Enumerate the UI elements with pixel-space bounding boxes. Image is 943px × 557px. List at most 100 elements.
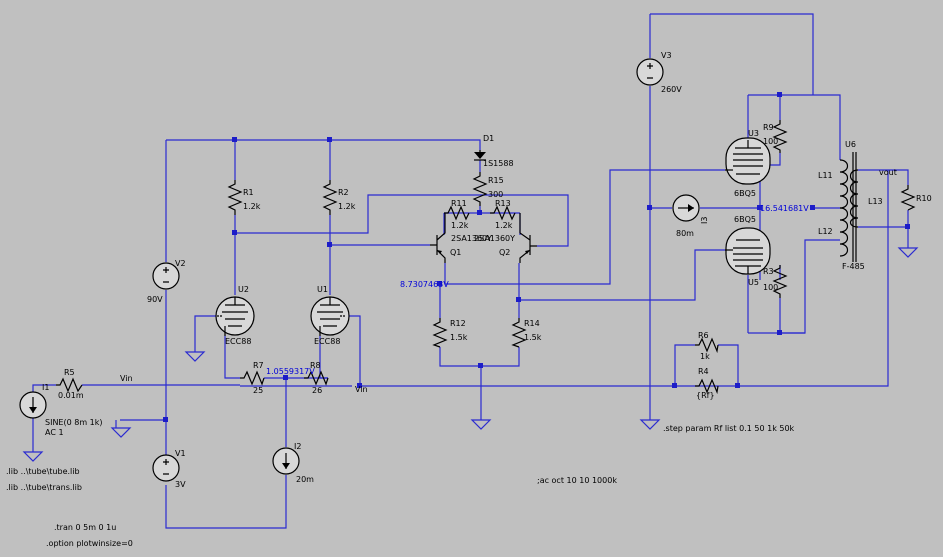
- label-u5: U5: [748, 278, 759, 287]
- directive-step: .step param Rf list 0.1 50 1k 50k: [663, 424, 795, 433]
- directive-lib1: .lib ..\tube\tube.lib: [6, 467, 80, 476]
- label-q2-value: 2SA1360Y: [474, 234, 515, 243]
- label-l11: L11: [818, 171, 833, 180]
- resistor-r15: [472, 172, 488, 206]
- probe-value-1: 1.0559317V: [266, 367, 315, 376]
- label-r10: R10: [916, 194, 932, 203]
- label-r7-value: 25: [253, 386, 263, 395]
- voltage-source-v3: [636, 58, 664, 86]
- label-u3: U3: [748, 129, 759, 138]
- junction-dots: [163, 92, 910, 422]
- label-r14: R14: [524, 319, 540, 328]
- label-u6: U6: [845, 140, 856, 149]
- label-u6-value: F-485: [842, 262, 865, 271]
- resistor-r14: [511, 318, 527, 348]
- label-i3: I3: [700, 217, 709, 224]
- label-i1-value2: AC 1: [45, 428, 64, 437]
- resistor-r2: [322, 180, 338, 215]
- label-r1: R1: [243, 188, 254, 197]
- label-u2: U2: [238, 285, 249, 294]
- label-v2-value: 90V: [147, 295, 163, 304]
- resistor-r5: [56, 377, 83, 393]
- resistor-r11: [444, 205, 470, 221]
- label-u1-value: ECC88: [314, 337, 340, 346]
- tube-u1: [310, 296, 350, 336]
- net-label-vout: vout: [879, 168, 897, 177]
- label-r13-value: 1.2k: [495, 221, 513, 230]
- label-q1-value: 2SA1360Y: [451, 234, 492, 243]
- label-r11: R11: [451, 199, 467, 208]
- resistor-r9: [772, 120, 788, 153]
- label-i1-value1: SINE(0 8m 1k): [45, 418, 103, 427]
- current-source-i1: [19, 391, 47, 419]
- label-v2: V2: [175, 259, 186, 268]
- label-r5-value: 0.01m: [58, 391, 84, 400]
- label-r6-value: 1k: [700, 352, 710, 361]
- label-r9-value: 100: [763, 137, 778, 146]
- label-r8-value: 26: [312, 386, 322, 395]
- label-r5: R5: [64, 368, 75, 377]
- label-r13: R13: [495, 199, 511, 208]
- transistor-q1: [430, 213, 446, 263]
- label-v3: V3: [661, 51, 672, 60]
- resistor-r1: [227, 180, 243, 215]
- label-r1-value: 1.2k: [243, 202, 261, 211]
- label-u3-value: 6BQ5: [734, 189, 756, 198]
- label-v1: V1: [175, 449, 186, 458]
- label-q1: Q1: [450, 248, 461, 257]
- label-r4: R4: [698, 367, 709, 376]
- label-d1: D1: [483, 134, 494, 143]
- current-source-i2: [272, 447, 300, 475]
- transformer-u6: [839, 152, 859, 262]
- label-r15-value: 300: [488, 190, 503, 199]
- resistor-r7: [240, 370, 265, 386]
- probe-value-2: 8.7307463V: [400, 280, 449, 289]
- ground-symbols: [22, 247, 919, 462]
- label-l13: L13: [868, 197, 883, 206]
- voltage-source-v1: [152, 454, 180, 482]
- label-r6: R6: [698, 331, 709, 340]
- wires: [32, 13, 909, 529]
- label-r9: R9: [763, 123, 774, 132]
- label-v3-value: 260V: [661, 85, 682, 94]
- label-r12: R12: [450, 319, 466, 328]
- label-u2-value: ECC88: [225, 337, 251, 346]
- label-r3: R3: [763, 267, 774, 276]
- label-r3-value: 100: [763, 283, 778, 292]
- tube-u2: [215, 296, 255, 336]
- label-r2-value: 1.2k: [338, 202, 356, 211]
- resistor-r3: [772, 265, 788, 298]
- label-r8: R8: [310, 361, 321, 370]
- label-r12-value: 1.5k: [450, 333, 468, 342]
- directive-option: .option plotwinsize=0: [46, 539, 133, 548]
- directive-tran: .tran 0 5m 0 1u: [54, 523, 116, 532]
- directive-lib2: .lib ..\tube\trans.lib: [6, 483, 82, 492]
- label-r15: R15: [488, 176, 504, 185]
- transistor-q2: [519, 213, 537, 263]
- probe-values: 1.0559317V 8.7307463V 16.541681V: [266, 204, 809, 376]
- label-r2: R2: [338, 188, 349, 197]
- net-labels: Vin Vin vout: [120, 168, 897, 394]
- resistor-r6: [695, 337, 719, 354]
- diode-d1: [474, 150, 486, 161]
- probe-value-3: 16.541681V: [760, 204, 809, 213]
- resistor-r8: [304, 370, 329, 386]
- label-i2: I2: [294, 442, 301, 451]
- component-labels: I1 SINE(0 8m 1k) AC 1 R5 0.01m V1 3V V2 …: [42, 51, 932, 489]
- tube-u5: [725, 227, 771, 275]
- label-r11-value: 1.2k: [451, 221, 469, 230]
- label-r7: R7: [253, 361, 264, 370]
- label-u5-value: 6BQ5: [734, 215, 756, 224]
- label-l12: L12: [818, 227, 833, 236]
- spice-directives: .lib ..\tube\tube.lib .lib ..\tube\trans…: [6, 424, 795, 548]
- voltage-source-v2: [152, 262, 180, 290]
- label-i1: I1: [42, 383, 49, 392]
- directive-ac: ;ac oct 10 10 1000k: [537, 476, 617, 485]
- label-r14-value: 1.5k: [524, 333, 542, 342]
- resistor-r4: [695, 378, 719, 395]
- label-q2: Q2: [499, 248, 510, 257]
- label-d1-value: 1S1588: [483, 159, 514, 168]
- resistor-r13: [490, 205, 516, 221]
- resistor-r12: [432, 318, 448, 348]
